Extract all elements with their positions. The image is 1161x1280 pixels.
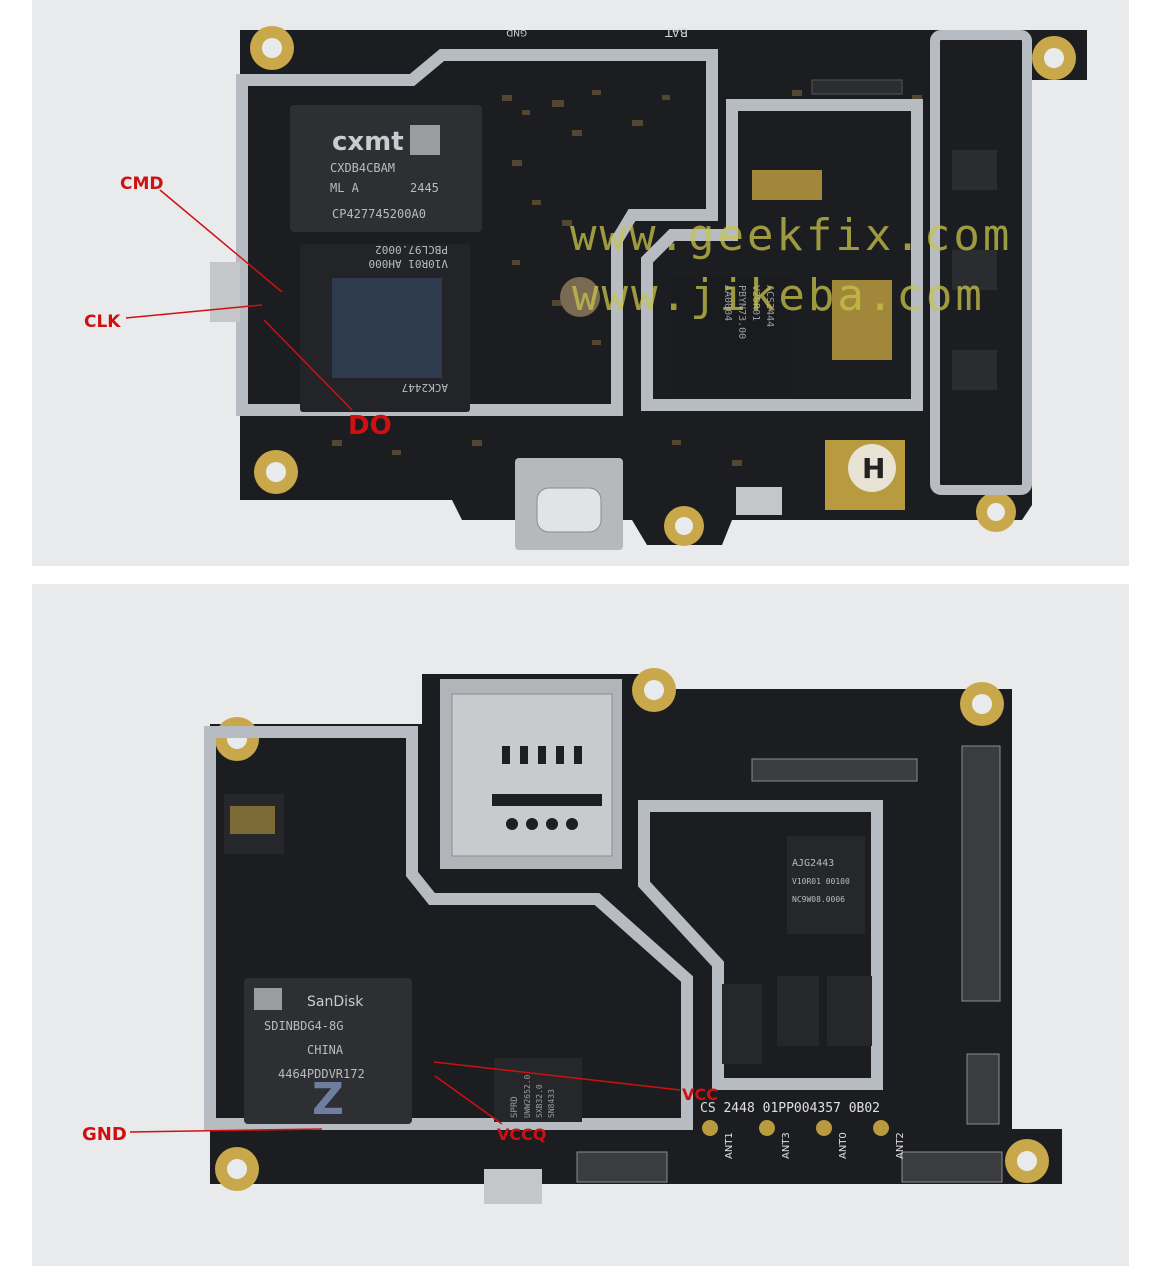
connector-bottom-1 [576, 1151, 668, 1183]
ajg-text-1: AJG2443 [792, 858, 834, 869]
do-line [263, 319, 353, 411]
dram-text-2: ML A [330, 181, 360, 195]
watermark-2: www.jikeba.com [572, 270, 985, 321]
slide-switch-bottom [484, 1169, 542, 1204]
soc-chip: V10R01 AH000 PBCL97.0002 ACK2447 [300, 243, 470, 412]
gnd-silk: GND [506, 27, 527, 37]
sprd-text-4: SN8433 [547, 1089, 556, 1118]
gnd-label: GND [82, 1124, 127, 1145]
vccq-line [434, 1075, 503, 1125]
serial-silk: CS 2448 01PP004357 0B02 [700, 1101, 880, 1116]
sprd-text-2: UWW2652.0 [523, 1074, 532, 1118]
ajg-text-3: NC9W08.0006 [792, 895, 845, 904]
smd-components [332, 90, 922, 466]
soc2-text-1: ACS2444 [764, 285, 775, 327]
side-chip-2 [952, 250, 997, 290]
emmc-text-2: SDINBDG4-8G [264, 1019, 343, 1033]
dram-text-4: CP427745200A0 [332, 207, 426, 221]
h-mark: H [862, 452, 885, 485]
bottom-board-photo: SanDisk SDINBDG4-8G CHINA 4464PDDVR172 Z… [32, 584, 1129, 1266]
sprd-chip: SPRD UWW2652.0 SXB32.0 SN8433 [494, 1058, 582, 1122]
ant0-silk: ANT0 [838, 1132, 849, 1159]
inductor [560, 277, 600, 317]
annotation-lines-bottom [129, 1061, 681, 1133]
connector-bottom-2 [901, 1151, 1003, 1183]
soc2-text-4: AA0004 [722, 285, 733, 321]
dram-text-1: CXDB4CBAM [330, 161, 395, 175]
shield-frame-bottom-right [638, 800, 883, 1090]
soc2-text-3: PBYN73.00 [736, 285, 747, 339]
usb-c-port [515, 458, 623, 550]
top-board-svg: cxmt CXDB4CBAM ML A 2445 CP427745200A0 V… [84, 25, 1087, 550]
ant3-silk: ANT3 [781, 1132, 792, 1159]
ajg-text-2: V10R01 00100 [792, 877, 850, 886]
ant1-silk: ANT1 [724, 1132, 735, 1159]
annotation-lines-top [125, 189, 353, 411]
emmc-mark: Z [312, 1074, 344, 1125]
dram-qr-code [410, 125, 440, 155]
gold-pad [752, 170, 822, 200]
soc2-text-2: V20R01 [750, 285, 761, 321]
soc2-chip: ACS2444 V20R01 PBYN73.00 AA0004 [672, 278, 792, 393]
fpc-connector [811, 79, 903, 95]
vcc-line [433, 1061, 681, 1091]
h-circle [848, 444, 896, 492]
fpc-connector-vertical [961, 745, 1001, 1002]
mounting-holes-bottom [215, 668, 1049, 1191]
side-connector [210, 262, 240, 322]
gold-pad-2 [832, 280, 892, 360]
emmc-text-4: 4464PDDVR172 [278, 1067, 365, 1081]
side-chip-1 [952, 150, 997, 190]
pmic-mark [230, 806, 275, 834]
vcc-label: VCC [682, 1085, 718, 1104]
bottom-board-svg: SanDisk SDINBDG4-8G CHINA 4464PDDVR172 Z… [82, 668, 1062, 1204]
sprd-text-3: SXB32.0 [535, 1084, 544, 1118]
clk-label: CLK [84, 312, 121, 332]
fpc-connector-small [966, 1053, 1000, 1125]
antenna-pads [702, 1120, 889, 1136]
emmc-text-3: CHINA [307, 1043, 344, 1057]
bat-silk: BAT [664, 25, 688, 39]
shield-frame-side [930, 30, 1032, 495]
gnd-line [129, 1128, 323, 1133]
soc-text-1: V10R01 AH000 [369, 257, 448, 270]
clk-line [125, 304, 263, 319]
emmc-text-1: SanDisk [307, 994, 364, 1010]
dram-chip: cxmt CXDB4CBAM ML A 2445 CP427745200A0 [290, 105, 482, 232]
sprd-text-1: SPRD [510, 1096, 520, 1118]
chip-a [777, 976, 819, 1046]
emmc-qr-code [254, 988, 282, 1010]
vccq-label: VCCQ [497, 1125, 546, 1144]
mounting-holes [250, 26, 1076, 546]
emmc-chip: SanDisk SDINBDG4-8G CHINA 4464PDDVR172 Z [244, 978, 412, 1125]
slide-switch [736, 487, 782, 515]
ajg-chip: AJG2443 V10R01 00100 NC9W08.0006 [787, 836, 865, 934]
cmd-label: CMD [120, 174, 164, 194]
soc-text-2: PBCL97.0002 [375, 243, 448, 256]
dram-logo: cxmt [332, 127, 404, 157]
top-board-photo: cxmt CXDB4CBAM ML A 2445 CP427745200A0 V… [32, 0, 1129, 566]
do-label: DO [348, 411, 392, 441]
ant2-silk: ANT2 [895, 1132, 906, 1159]
dram-text-3: 2445 [410, 181, 439, 195]
soc-text-3: ACK2447 [402, 381, 448, 394]
watermark-1: www.geekfix.com [570, 210, 1012, 261]
chip-c [722, 984, 762, 1064]
board-to-board-connector [751, 758, 918, 782]
soc-die [332, 278, 442, 378]
shield-frame-right [641, 99, 923, 411]
side-chip-3 [952, 350, 997, 390]
sd-card-slot [440, 679, 622, 869]
cmd-line [159, 189, 283, 293]
chip-b [827, 976, 872, 1046]
